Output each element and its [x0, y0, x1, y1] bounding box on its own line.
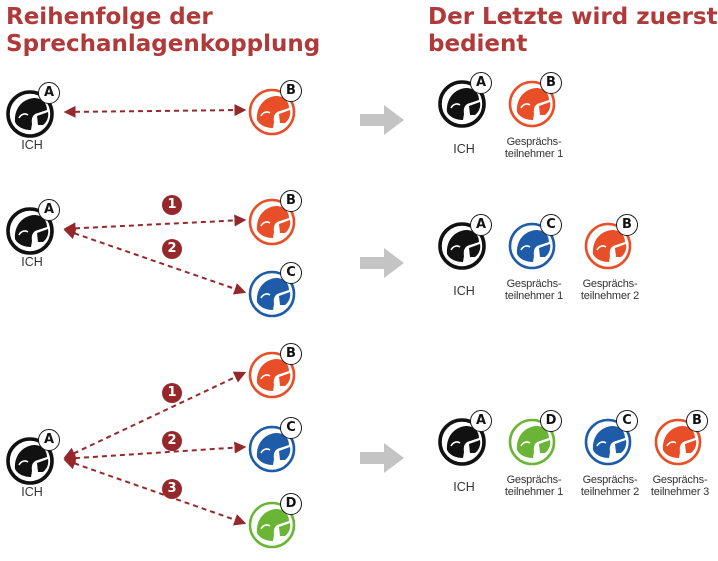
pairing-arrow [63, 227, 247, 295]
helmet-letter-badge: D [540, 410, 562, 432]
participant-label: Gesprächs-teilnehmer 2 [580, 278, 640, 302]
my-helmet-icon: A [4, 199, 60, 257]
pairing-arrow [63, 457, 247, 526]
left-title-line-2: Sprechanlagenkopplung [6, 31, 321, 57]
gray-right-arrow-icon [360, 443, 404, 473]
gray-right-arrow-icon [360, 248, 404, 278]
step-number-badge: 2 [162, 431, 182, 451]
participant-label: Gesprächs-teilnehmer 1 [504, 136, 564, 160]
me-label: ICH [21, 255, 43, 269]
pairing-arrow [63, 214, 247, 235]
my-helmet-icon: A [4, 429, 60, 487]
helmet-letter-badge: B [280, 190, 302, 212]
result-helmet-icon-c: C [582, 410, 638, 468]
gray-right-arrow-icon [360, 105, 404, 135]
me-label: ICH [453, 480, 475, 494]
helmet-letter-badge: D [280, 493, 302, 515]
helmet-letter-badge: B [280, 80, 302, 102]
right-title: Der Letzte wird zuerst bedient [428, 4, 718, 58]
participant-label: Gesprächs-teilnehmer 3 [650, 474, 710, 498]
me-label: ICH [21, 138, 43, 152]
partner-helmet-icon-b: B [246, 190, 302, 248]
helmet-letter-badge: A [470, 410, 492, 432]
left-title-line-1: Reihenfolge der [6, 4, 213, 30]
step-number-badge: 2 [162, 239, 182, 259]
helmet-letter-badge: C [540, 214, 562, 236]
step-number-badge: 3 [162, 479, 182, 499]
me-label: ICH [21, 485, 43, 499]
result-helmet-icon-b: B [506, 72, 562, 130]
pairing-arrow [63, 371, 247, 459]
result-helmet-icon-c: C [506, 214, 562, 272]
right-title-line-1: Der Letzte wird zuerst [428, 4, 718, 30]
helmet-letter-badge: C [280, 417, 302, 439]
helmet-letter-badge: C [616, 410, 638, 432]
partner-helmet-icon-b: B [246, 343, 302, 401]
participant-label: Gesprächs-teilnehmer 1 [504, 278, 564, 302]
partner-helmet-icon-c: C [246, 262, 302, 320]
helmet-letter-badge: B [616, 214, 638, 236]
participant-label: Gesprächs-teilnehmer 2 [580, 474, 640, 498]
helmet-letter-badge: B [280, 343, 302, 365]
me-label: ICH [453, 142, 475, 156]
result-helmet-icon-b: B [582, 214, 638, 272]
result-helmet-icon-a: A [436, 72, 492, 130]
me-label: ICH [453, 284, 475, 298]
helmet-letter-badge: A [38, 199, 60, 221]
result-helmet-icon-d: D [506, 410, 562, 468]
left-title: Reihenfolge der Sprechanlagenkopplung [6, 4, 320, 58]
partner-helmet-icon-d: D [246, 493, 302, 551]
partner-helmet-icon-b: B [246, 80, 302, 138]
helmet-letter-badge: C [280, 262, 302, 284]
helmet-letter-badge: A [38, 429, 60, 451]
right-title-line-2: bedient [428, 31, 528, 57]
helmet-letter-badge: B [540, 72, 562, 94]
step-number-badge: 1 [162, 383, 182, 403]
my-helmet-icon: A [4, 82, 60, 140]
helmet-letter-badge: A [470, 72, 492, 94]
pairing-arrow [63, 104, 247, 118]
partner-helmet-icon-c: C [246, 417, 302, 475]
helmet-letter-badge: A [470, 214, 492, 236]
result-helmet-icon-a: A [436, 214, 492, 272]
helmet-letter-badge: B [686, 410, 708, 432]
result-helmet-icon-b: B [652, 410, 708, 468]
participant-label: Gesprächs-teilnehmer 1 [504, 474, 564, 498]
step-number-badge: 1 [162, 195, 182, 215]
pairing-arrow [63, 441, 247, 465]
helmet-letter-badge: A [38, 82, 60, 104]
result-helmet-icon-a: A [436, 410, 492, 468]
